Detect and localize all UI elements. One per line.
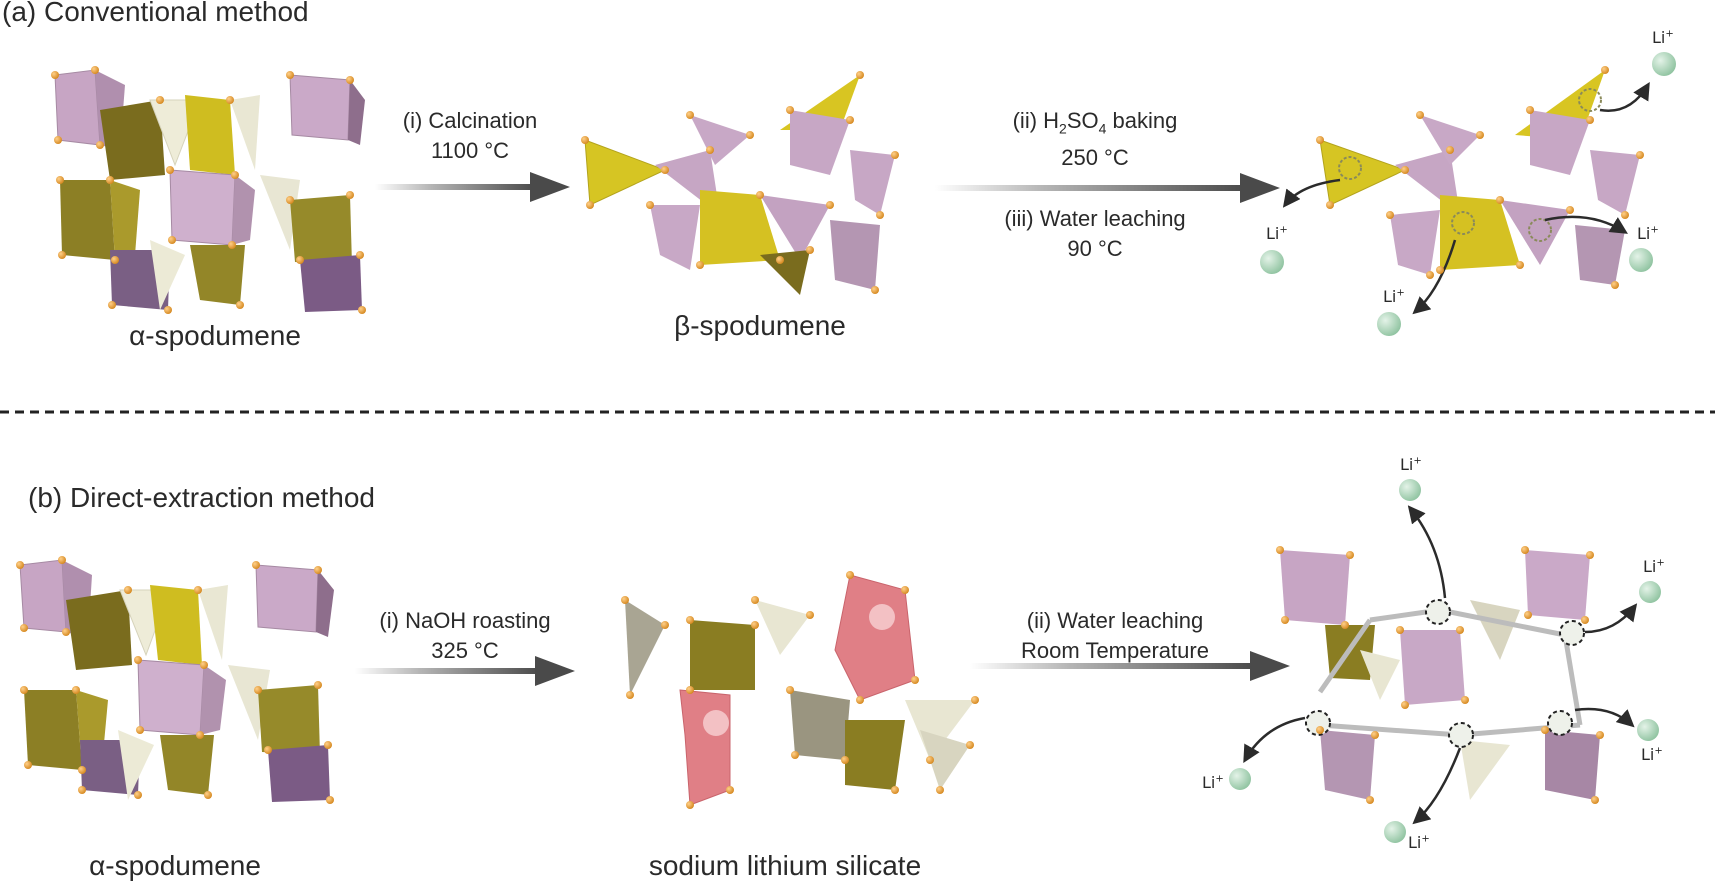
li-ion <box>1637 719 1659 741</box>
step-h2so4-line2: 250 °C <box>1061 145 1129 171</box>
step-water-leaching-b-line1: (ii) Water leaching <box>1026 608 1204 633</box>
li-label: Li+ <box>1383 287 1405 306</box>
release-arrow <box>1574 707 1635 728</box>
release-arrow <box>1544 215 1628 234</box>
li-ion <box>1377 312 1401 336</box>
release-arrow <box>1412 239 1457 315</box>
oxygen-atoms <box>16 66 1644 809</box>
beta-spodumene-structure <box>584 75 895 295</box>
step-naoh-line2: 325 °C <box>431 638 499 663</box>
li-label: Li+ <box>1266 224 1288 243</box>
step-h2so4-baking: (ii) H2SO4 baking 250 °C <box>975 106 1215 173</box>
arrow-water-leaching-rt <box>970 651 1290 681</box>
li-label: Li+ <box>1637 224 1659 243</box>
beta-spodumene-label: β-spodumene <box>674 310 846 341</box>
release-arrow <box>1282 178 1341 208</box>
sodium-lithium-silicate-structure <box>625 574 975 806</box>
alpha-spodumene-structure-b <box>19 559 334 802</box>
step-calcination-line2: 1100 °C <box>430 138 510 163</box>
step-h2so4-line1: (ii) H2SO4 baking <box>1012 108 1178 137</box>
li-ion <box>1399 479 1421 501</box>
alpha-spodumene-label-a: α-spodumene <box>129 320 301 351</box>
step-water-leaching-b-line2: Room Temperature <box>1021 638 1209 663</box>
release-arrow <box>1243 716 1306 764</box>
alpha-spodumene-structure-a <box>54 69 365 312</box>
release-arrow <box>1412 747 1462 825</box>
step-water-leaching-line1: (iii) Water leaching <box>1004 206 1186 231</box>
panel-b-title: (b) Direct-extraction method <box>28 482 376 513</box>
step-water-leaching-b: (ii) Water leaching Room Temperature <box>990 606 1240 666</box>
li-label: Li+ <box>1202 773 1224 792</box>
lithium-ions-a <box>1260 52 1676 336</box>
li-label: Li+ <box>1652 28 1674 47</box>
leached-structure-b <box>1280 550 1600 800</box>
step-naoh-line1: (i) NaOH roasting <box>379 608 551 633</box>
panel-a-title: (a) Conventional method <box>2 0 309 27</box>
li-ion <box>1639 581 1661 603</box>
li-label: Li+ <box>1641 745 1663 764</box>
lithium-ions-b <box>1229 479 1661 843</box>
li-ion <box>1629 248 1653 272</box>
li-ion <box>1260 250 1284 274</box>
release-arrow <box>1584 603 1638 634</box>
li-ion <box>1652 52 1676 76</box>
li-label: Li+ <box>1643 557 1665 576</box>
li-label: Li+ <box>1408 833 1430 852</box>
step-water-leaching-line2: 90 °C <box>1067 236 1123 261</box>
step-calcination-line1: (i) Calcination <box>402 108 538 133</box>
li-ion <box>1384 821 1406 843</box>
arrow-calcination <box>375 172 570 202</box>
sodium-lithium-silicate-label: sodium lithium silicate <box>648 850 922 881</box>
arrow-naoh-roasting <box>355 656 575 686</box>
step-naoh-roasting: (i) NaOH roasting 325 °C <box>360 606 570 666</box>
li-label: Li+ <box>1400 455 1422 474</box>
arrow-baking-leaching <box>935 173 1280 203</box>
release-arrow <box>1599 81 1650 112</box>
step-calcination: (i) Calcination 1100 °C <box>375 106 565 166</box>
release-arrow <box>1407 505 1447 599</box>
step-water-leaching-a: (iii) Water leaching 90 °C <box>965 204 1225 264</box>
alpha-spodumene-label-b: α-spodumene <box>89 850 261 881</box>
leached-structure-a <box>1319 70 1640 285</box>
li-ion <box>1229 768 1251 790</box>
